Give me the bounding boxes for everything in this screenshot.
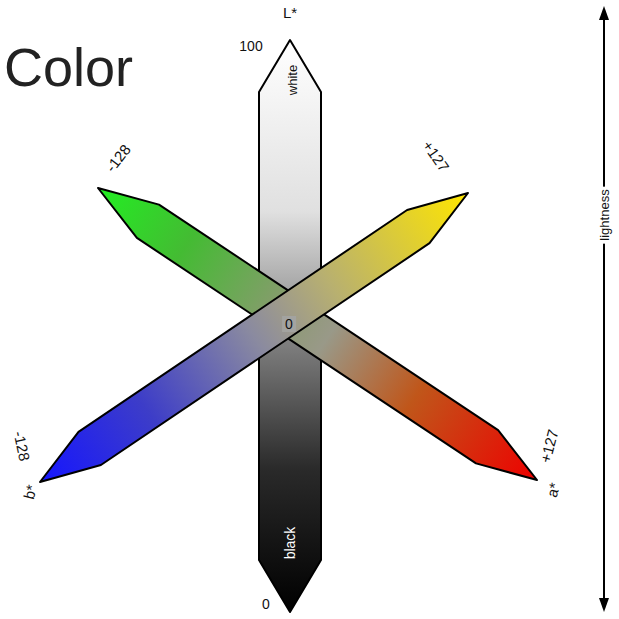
axis-value: -128 — [103, 142, 133, 175]
axis-name: b* — [21, 483, 39, 501]
b-axis-bar — [40, 193, 468, 482]
arrow-head — [599, 598, 609, 612]
axis-value: +127 — [537, 428, 560, 465]
axis-name: a* — [544, 481, 562, 499]
axis-value: +127 — [420, 138, 452, 174]
axis-name: lightness — [597, 186, 612, 243]
slide-title: Color — [4, 40, 133, 94]
axis-name: L* — [283, 5, 297, 20]
lightness-arrow-line — [603, 18, 605, 600]
axis-value: 0 — [282, 316, 296, 332]
axis-value: -128 — [12, 430, 33, 462]
a-axis-bar — [98, 188, 537, 480]
arrow-head — [599, 6, 609, 20]
pole-name: black — [283, 527, 297, 560]
axis-value: 100 — [239, 39, 262, 53]
pole-name: white — [286, 65, 299, 95]
axis-value: 0 — [262, 597, 270, 611]
